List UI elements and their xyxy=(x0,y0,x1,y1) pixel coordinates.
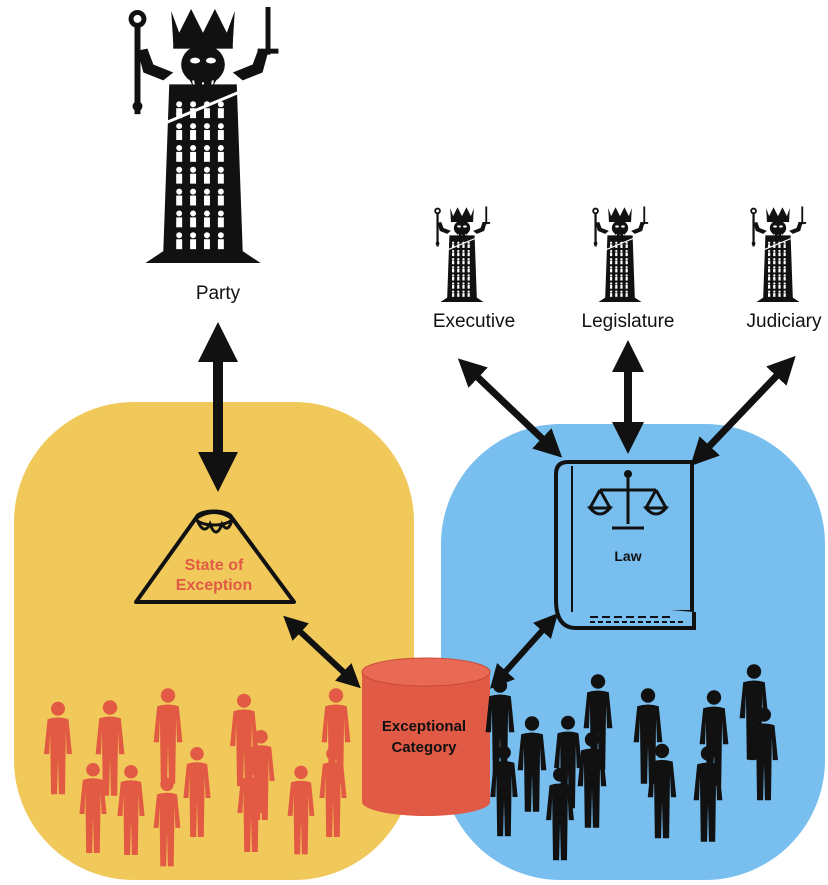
volcano-icon xyxy=(134,509,296,604)
judiciary-king-icon xyxy=(750,206,806,302)
party-label: Party xyxy=(195,283,241,304)
state-of-exception-label: State of Exception xyxy=(176,556,252,596)
exceptional-category-line2: Category xyxy=(391,739,457,756)
executive-arrow xyxy=(457,358,563,458)
exception-category-arrow xyxy=(283,615,361,689)
judiciary-arrow xyxy=(690,355,796,467)
legislature-king-icon xyxy=(592,206,648,302)
executive-king-icon xyxy=(434,206,490,302)
legislature-label: Legislature xyxy=(581,311,675,332)
party-king-icon xyxy=(129,7,279,263)
state-of-exception-line2: Exception xyxy=(175,577,253,594)
exceptional-category-label: Exceptional Category xyxy=(382,716,466,758)
arrows xyxy=(198,322,796,689)
executive-state-region xyxy=(14,402,414,880)
exceptional-category-line1: Exceptional xyxy=(381,718,467,735)
executive-label: Executive xyxy=(432,311,516,332)
state-of-exception-line1: State of xyxy=(184,557,244,574)
judiciary-label: Judiciary xyxy=(746,311,822,332)
law-label: Law xyxy=(614,548,642,564)
law-category-arrow xyxy=(489,613,559,689)
cylinder-icon xyxy=(361,657,491,816)
law-book-icon xyxy=(554,460,696,630)
